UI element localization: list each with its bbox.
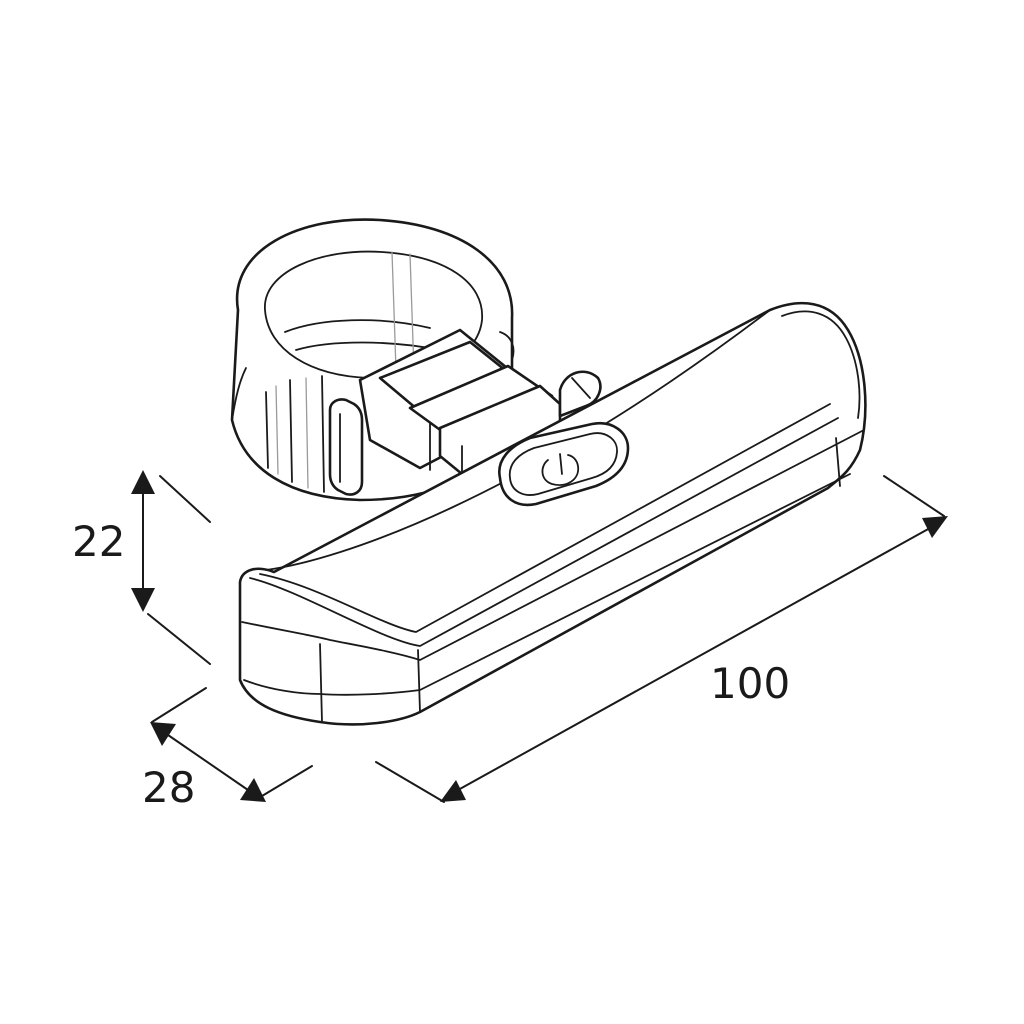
- length-dimension-line: [457, 527, 931, 791]
- height-label: 22: [72, 517, 125, 566]
- length-label: 100: [710, 659, 790, 708]
- depth-dimension: 28: [142, 687, 313, 812]
- length-extension-left: [375, 761, 445, 803]
- height-extension-bottom: [147, 613, 211, 665]
- depth-extension-left: [151, 687, 207, 723]
- length-extension-right: [883, 475, 945, 517]
- light-body: [238, 301, 867, 726]
- mount-bracket: [358, 328, 602, 476]
- depth-extension-right: [261, 765, 313, 797]
- length-arrow-end: [922, 516, 948, 538]
- depth-arrow-end: [240, 778, 266, 802]
- height-arrow-top: [131, 470, 155, 494]
- length-dimension: 100: [375, 475, 948, 803]
- height-dimension: 22: [72, 470, 211, 665]
- power-icon: [541, 453, 579, 486]
- height-extension-top: [159, 475, 211, 523]
- depth-arrow-start: [150, 722, 176, 746]
- power-button[interactable]: [498, 421, 630, 507]
- depth-dimension-line: [167, 734, 249, 791]
- length-arrow-start: [440, 780, 466, 802]
- depth-label: 28: [142, 763, 195, 812]
- height-arrow-bottom: [131, 588, 155, 612]
